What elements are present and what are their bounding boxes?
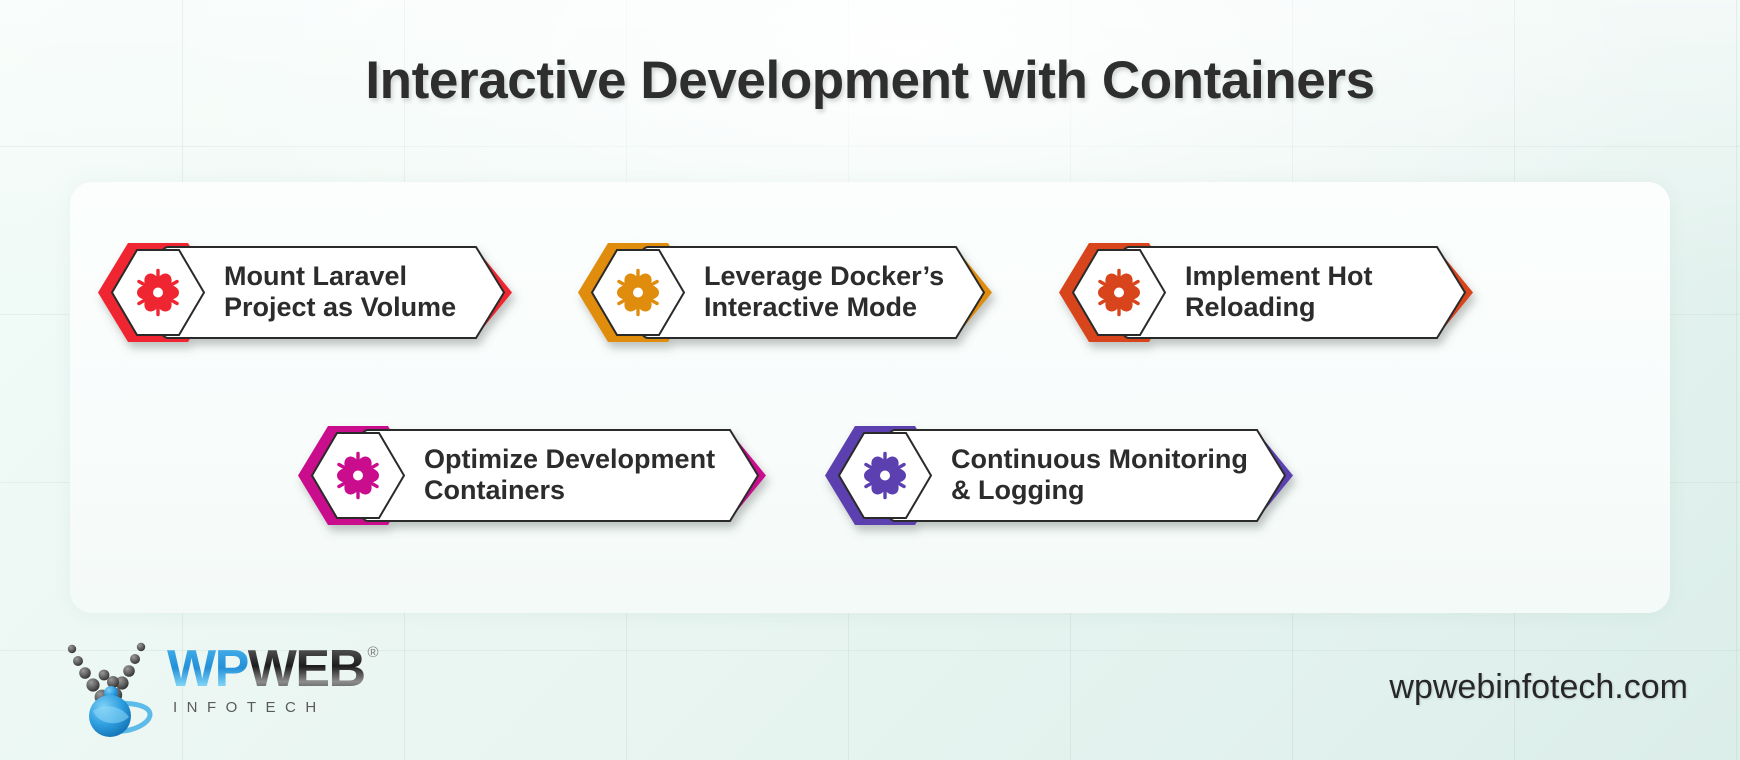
- dots-and-globe-icon: [63, 631, 165, 737]
- badge-shape: [96, 240, 514, 345]
- badge-continuous-monitoring-and-logging[interactable]: Continuous Monitoring & Logging: [823, 423, 1295, 528]
- badge-shape: [823, 423, 1295, 528]
- badge-implement-hot-reloading[interactable]: Implement Hot Reloading: [1057, 240, 1475, 345]
- logo-text-web: WEB: [247, 640, 366, 698]
- registered-mark-icon: ®: [367, 644, 379, 661]
- logo-tagline: INFOTECH: [173, 699, 326, 716]
- badge-shape: [296, 423, 768, 528]
- badge-leverage-dockers-interactive-mode[interactable]: Leverage Docker’s Interactive Mode: [576, 240, 994, 345]
- logo-text-wp: WP: [167, 640, 249, 698]
- badge-optimize-development-containers[interactable]: Optimize Development Containers: [296, 423, 768, 528]
- badge-shape: [576, 240, 994, 345]
- badge-shape: [1057, 240, 1475, 345]
- page-title: Interactive Development with Containers: [365, 51, 1375, 110]
- company-logo: WPWEB® INFOTECH: [63, 637, 393, 737]
- website-url: wpwebinfotech.com: [1389, 668, 1688, 706]
- badge-mount-laravel-project-as-volume[interactable]: Mount Laravel Project as Volume: [96, 240, 514, 345]
- logo-wordmark: WPWEB®: [167, 640, 379, 698]
